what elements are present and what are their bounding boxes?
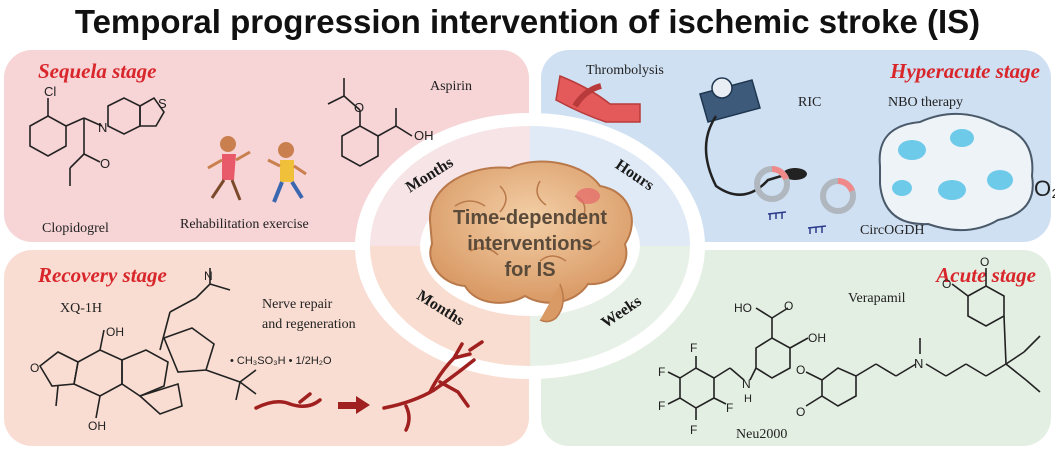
nbo-therapy-label: NBO therapy [888,95,963,110]
nerve-regeneration-icon [254,340,484,432]
clopidogrel-structure-icon [29,96,165,186]
aspirin-oh-label: OH [414,128,434,143]
neu2000-oh-label: OH [808,331,826,345]
neu2000-f-label-1: F [690,341,697,355]
blood-vessel-icon [555,74,641,123]
center-title-line1: Time-dependent [453,207,607,229]
neu2000-structure-icon [667,307,809,420]
aspirin-o-label: O [354,100,364,115]
neu2000-n-label: N [742,377,751,391]
xq1h-label: XQ-1H [60,301,102,316]
clopidogrel-cl-label: Cl [44,84,56,99]
nerve-repair-label-line2: and regeneration [262,317,356,332]
ring-segment-top-right [530,126,690,246]
ring-segment-bottom-right [530,246,690,366]
neu2000-h-label: H [744,393,752,405]
verapamil-n-label: N [914,356,923,371]
aspirin-label: Aspirin [430,79,472,94]
verapamil-o-label-4: O [796,405,805,419]
clopidogrel-o-label: O [100,156,110,171]
rehabilitation-label: Rehabilitation exercise [180,217,309,232]
sequela-stage-title: Sequela stage [38,59,156,83]
thrombolysis-label: Thrombolysis [586,63,664,78]
ring-segment-bottom-left [370,246,530,366]
figure-title: Temporal progression intervention of isc… [74,3,981,40]
neu2000-o-label: O [784,299,793,313]
verapamil-o-label-2: O [980,255,989,269]
neu2000-f-label-3: F [658,399,665,413]
circogdh-label: CircOGDH [860,223,925,238]
center-title-line2: interventions [467,233,593,255]
intervention-diagram: Time-dependent interventions for IS Mont… [4,50,1055,446]
oxygen-label: O₂ [1034,176,1055,201]
xq1h-oh-label-1: OH [106,325,124,339]
clopidogrel-s-label: S [158,96,167,111]
clopidogrel-label: Clopidogrel [42,221,109,236]
runners-icon [207,136,307,203]
blood-pressure-cuff-icon [699,77,807,196]
circular-rna-icon [754,166,856,214]
verapamil-label: Verapamil [848,291,906,306]
ric-label: RIC [798,95,821,110]
xq1h-salt-label: • CH₃SO₃H • 1/2H₂O [230,355,332,367]
xq1h-o-label: O [30,361,39,375]
neu2000-f-label-2: F [658,365,665,379]
acute-stage-title: Acute stage [934,263,1036,287]
hyperacute-stage-title: Hyperacute stage [889,59,1040,83]
verapamil-o-label-3: O [796,363,805,377]
recovery-stage-title: Recovery stage [37,263,167,287]
brain-icon [428,160,633,323]
xq1h-structure-icon [38,268,257,419]
neu2000-label: Neu2000 [736,427,787,442]
xq1h-oh-label-2: OH [88,419,106,433]
center-title-line3: for IS [504,259,555,281]
brain-nbo-icon [878,113,1034,232]
nerve-repair-label-line1: Nerve repair [262,297,333,312]
neu2000-f-label-5: F [690,423,697,437]
neu2000-f-label-4: F [726,401,733,415]
clopidogrel-n-label: N [98,120,107,135]
neu2000-ho-label: HO [734,301,752,315]
verapamil-structure-icon [805,268,1041,407]
aspirin-structure-icon [327,78,413,167]
verapamil-o-label-1: O [942,277,951,291]
mirna-icon [767,211,827,234]
xq1h-n-label: N [204,269,213,283]
arrow-right-icon [338,396,370,414]
